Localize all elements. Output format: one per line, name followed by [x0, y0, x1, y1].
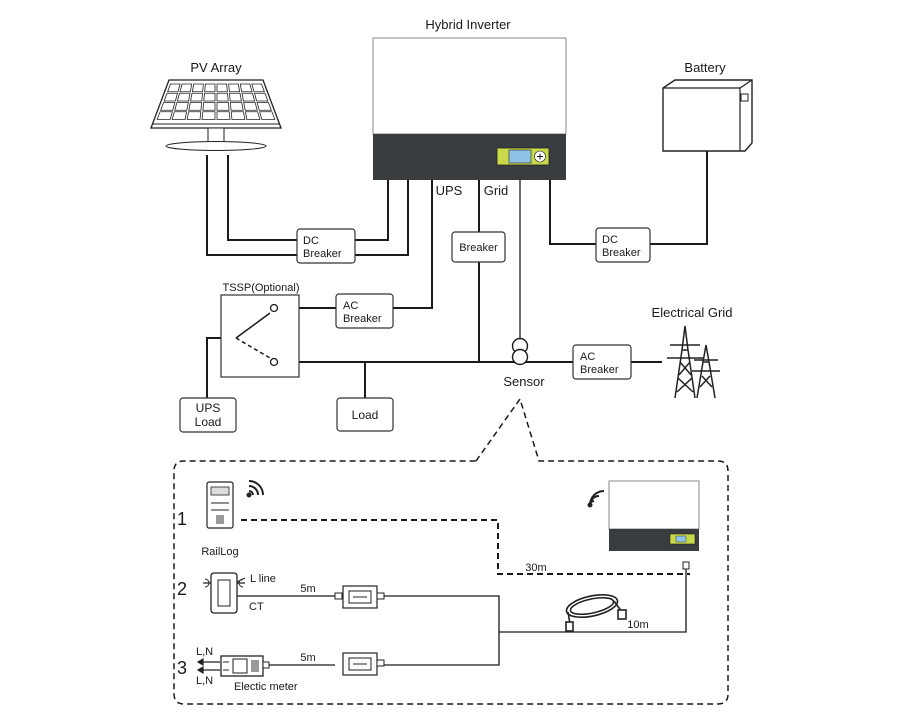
ac-breaker-grid: AC Breaker: [572, 344, 632, 380]
pv-cell: [179, 83, 193, 93]
electric-meter-icon: [220, 655, 264, 677]
mini-inverter-icon: [608, 480, 700, 551]
rj45-adapter-icon-meter: [342, 652, 378, 676]
svg-text:DC: DC: [303, 235, 319, 247]
cable-length-ct-5m: 5m: [300, 583, 315, 595]
pv-cell: [201, 111, 216, 120]
cable-length-30m: 30m: [525, 562, 546, 574]
pv-cell: [174, 102, 189, 111]
grid-port-label: Grid: [484, 183, 509, 198]
detail-wiring: [237, 519, 690, 666]
meter-ln-bottom-label: L,N: [196, 675, 213, 687]
pv-cell: [188, 102, 203, 111]
pv-cell: [163, 92, 179, 102]
raillog-device-icon: [206, 481, 234, 529]
battery-icon: [662, 79, 753, 152]
svg-text:Breaker: Breaker: [303, 248, 342, 260]
meter-ln-top-label: L,N: [196, 646, 213, 658]
transmission-tower-icon: [667, 325, 720, 399]
load-box: Load: [336, 397, 394, 432]
pv-cell: [186, 111, 202, 120]
current-transformer-icon: [203, 572, 246, 614]
dc-breaker-pv: DC Breaker: [296, 228, 356, 264]
pv-cell: [190, 92, 203, 102]
pv-array-title: PV Array: [190, 60, 242, 75]
pv-cell: [253, 92, 269, 102]
svg-text:Breaker: Breaker: [343, 313, 382, 325]
rj45-adapter-icon-ct: [342, 585, 378, 609]
ac-breaker-ups: AC Breaker: [335, 293, 394, 329]
pv-cell: [191, 83, 204, 93]
pv-cell: [244, 111, 261, 120]
pv-cell: [171, 111, 188, 120]
svg-text:Breaker: Breaker: [459, 242, 498, 254]
svg-text:Breaker: Breaker: [580, 364, 619, 376]
electrical-grid-title: Electrical Grid: [652, 305, 733, 320]
solar-panel-icon: [150, 79, 282, 151]
pv-cell: [216, 102, 230, 111]
pv-cell: [176, 92, 191, 102]
pv-cell: [229, 92, 242, 102]
cable-length-meter-5m: 5m: [300, 652, 315, 664]
inverter-title: Hybrid Inverter: [425, 17, 511, 32]
raillog-wifi-icon: [246, 480, 264, 498]
pv-cell: [230, 111, 246, 120]
pv-cell: [241, 92, 256, 102]
grid-breaker: Breaker: [451, 231, 506, 263]
pv-cell: [216, 92, 229, 102]
pv-cell: [243, 102, 258, 111]
pv-cell: [160, 102, 176, 111]
electric-meter-label: Electic meter: [234, 681, 298, 693]
pv-cell: [202, 102, 216, 111]
hybrid-inverter: [372, 37, 567, 180]
svg-text:Load: Load: [352, 408, 379, 422]
option-number-1: 1: [177, 509, 187, 529]
ct-line-label: L line: [250, 573, 276, 585]
detail-callout-border: [173, 397, 729, 705]
option-number-2: 2: [177, 579, 187, 599]
pv-cell: [216, 83, 228, 93]
pv-cell: [216, 111, 231, 120]
pv-cell: [251, 83, 265, 93]
svg-text:DC: DC: [602, 234, 618, 246]
raillog-label: RailLog: [201, 546, 238, 558]
ups-load-box: UPS Load: [179, 397, 237, 433]
ups-port-label: UPS: [436, 183, 463, 198]
pv-cell: [204, 83, 216, 93]
pv-cell: [203, 92, 216, 102]
ct-label: CT: [249, 601, 264, 613]
svg-text:AC: AC: [343, 300, 358, 312]
cable-icon: [565, 594, 627, 632]
svg-text:Load: Load: [195, 415, 222, 429]
pv-cell: [259, 111, 276, 120]
tssp-label: TSSP(Optional): [222, 282, 299, 294]
mini-inverter-wifi-icon: [587, 490, 605, 508]
pv-cell: [228, 83, 241, 93]
svg-text:UPS: UPS: [196, 401, 221, 415]
inverter-display-icon: [496, 147, 550, 166]
pv-cell: [256, 102, 272, 111]
option-number-3: 3: [177, 658, 187, 678]
sensor-icon: [511, 337, 529, 366]
svg-text:AC: AC: [580, 351, 595, 363]
meter-arrows-icon: [196, 657, 220, 675]
main-wiring: [206, 151, 708, 398]
pv-cell: [156, 111, 173, 120]
pv-cell: [229, 102, 244, 111]
battery-title: Battery: [684, 60, 726, 75]
svg-text:Breaker: Breaker: [602, 247, 641, 259]
sensor-label: Sensor: [503, 374, 545, 389]
cable-length-10m: 10m: [627, 619, 648, 631]
pv-cell: [239, 83, 253, 93]
pv-cell: [167, 83, 181, 93]
tssp-switch: [220, 294, 300, 378]
dc-breaker-battery: DC Breaker: [595, 227, 651, 263]
